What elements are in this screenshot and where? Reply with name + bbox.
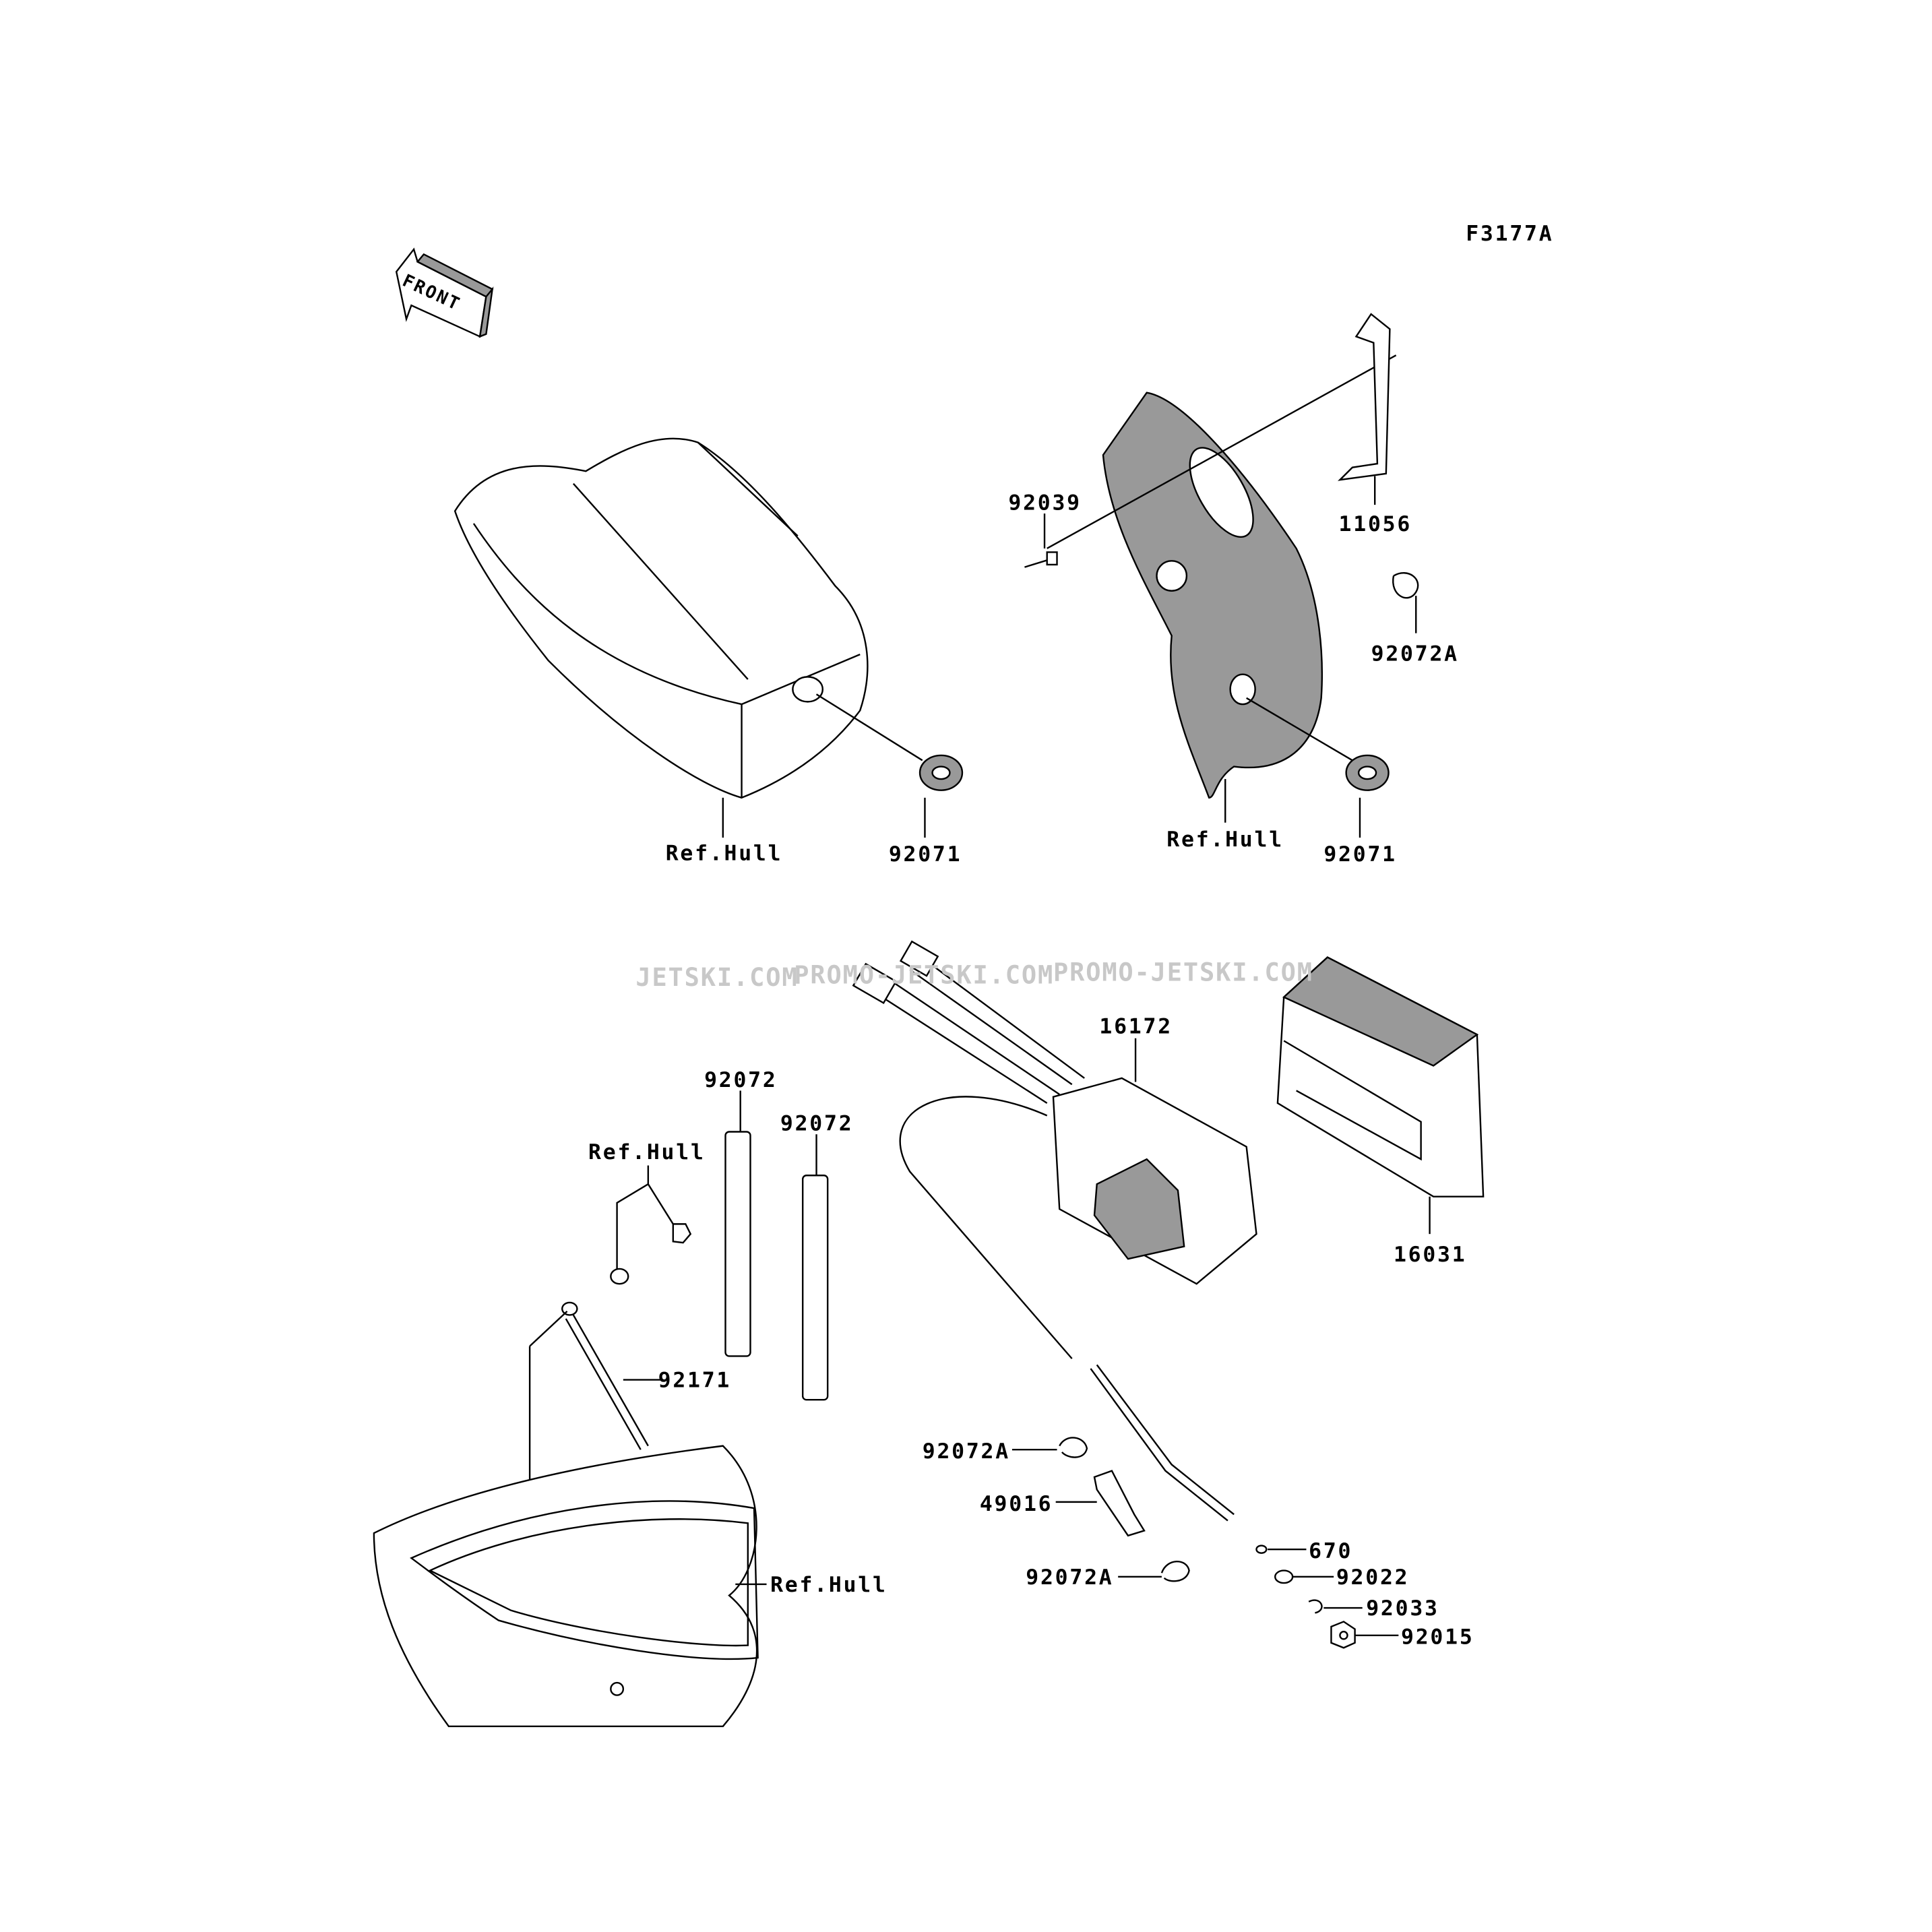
label-ref-hull: Ref.Hull <box>770 1573 887 1597</box>
label-92072: 92072 <box>704 1068 778 1092</box>
label-49016: 49016 <box>980 1492 1053 1516</box>
hull-cover-drawing <box>1024 313 1419 838</box>
front-arrow-icon: FRONT <box>395 247 494 338</box>
watermark: PROMO-JETSKI.COM <box>1053 958 1313 987</box>
hull-seat-drawing <box>454 437 964 838</box>
watermark: JETSKI.COM <box>635 963 798 992</box>
figure-code: F3177A <box>1466 222 1553 246</box>
watermark: PROMO-JETSKI.COM <box>794 960 1054 989</box>
label-92171: 92171 <box>658 1369 732 1393</box>
label-92039: 92039 <box>1008 491 1082 516</box>
label-16031: 16031 <box>1394 1243 1467 1267</box>
label-92033: 92033 <box>1366 1596 1439 1621</box>
label-ref-hull: Ref.Hull <box>666 841 783 865</box>
small-parts-drawing <box>1011 1437 1399 1649</box>
label-92071: 92071 <box>889 842 962 867</box>
actuator-drawing <box>852 940 1257 1522</box>
label-92015: 92015 <box>1401 1625 1474 1650</box>
label-92072a: 92072A <box>1026 1565 1113 1590</box>
label-92072a: 92072A <box>923 1439 1010 1464</box>
cover-16031-drawing <box>1276 956 1485 1235</box>
label-11056: 11056 <box>1339 512 1412 536</box>
hull-bottom-drawing <box>373 1165 767 1728</box>
label-670: 670 <box>1309 1539 1352 1563</box>
strap-drawing <box>724 1090 829 1401</box>
label-92022: 92022 <box>1336 1565 1410 1590</box>
label-92071: 92071 <box>1323 842 1397 867</box>
label-ref-hull: Ref.Hull <box>1166 828 1284 852</box>
label-16172: 16172 <box>1099 1014 1173 1038</box>
label-92072: 92072 <box>780 1112 854 1136</box>
label-92072a: 92072A <box>1371 642 1459 666</box>
label-ref-hull: Ref.Hull <box>588 1140 706 1164</box>
